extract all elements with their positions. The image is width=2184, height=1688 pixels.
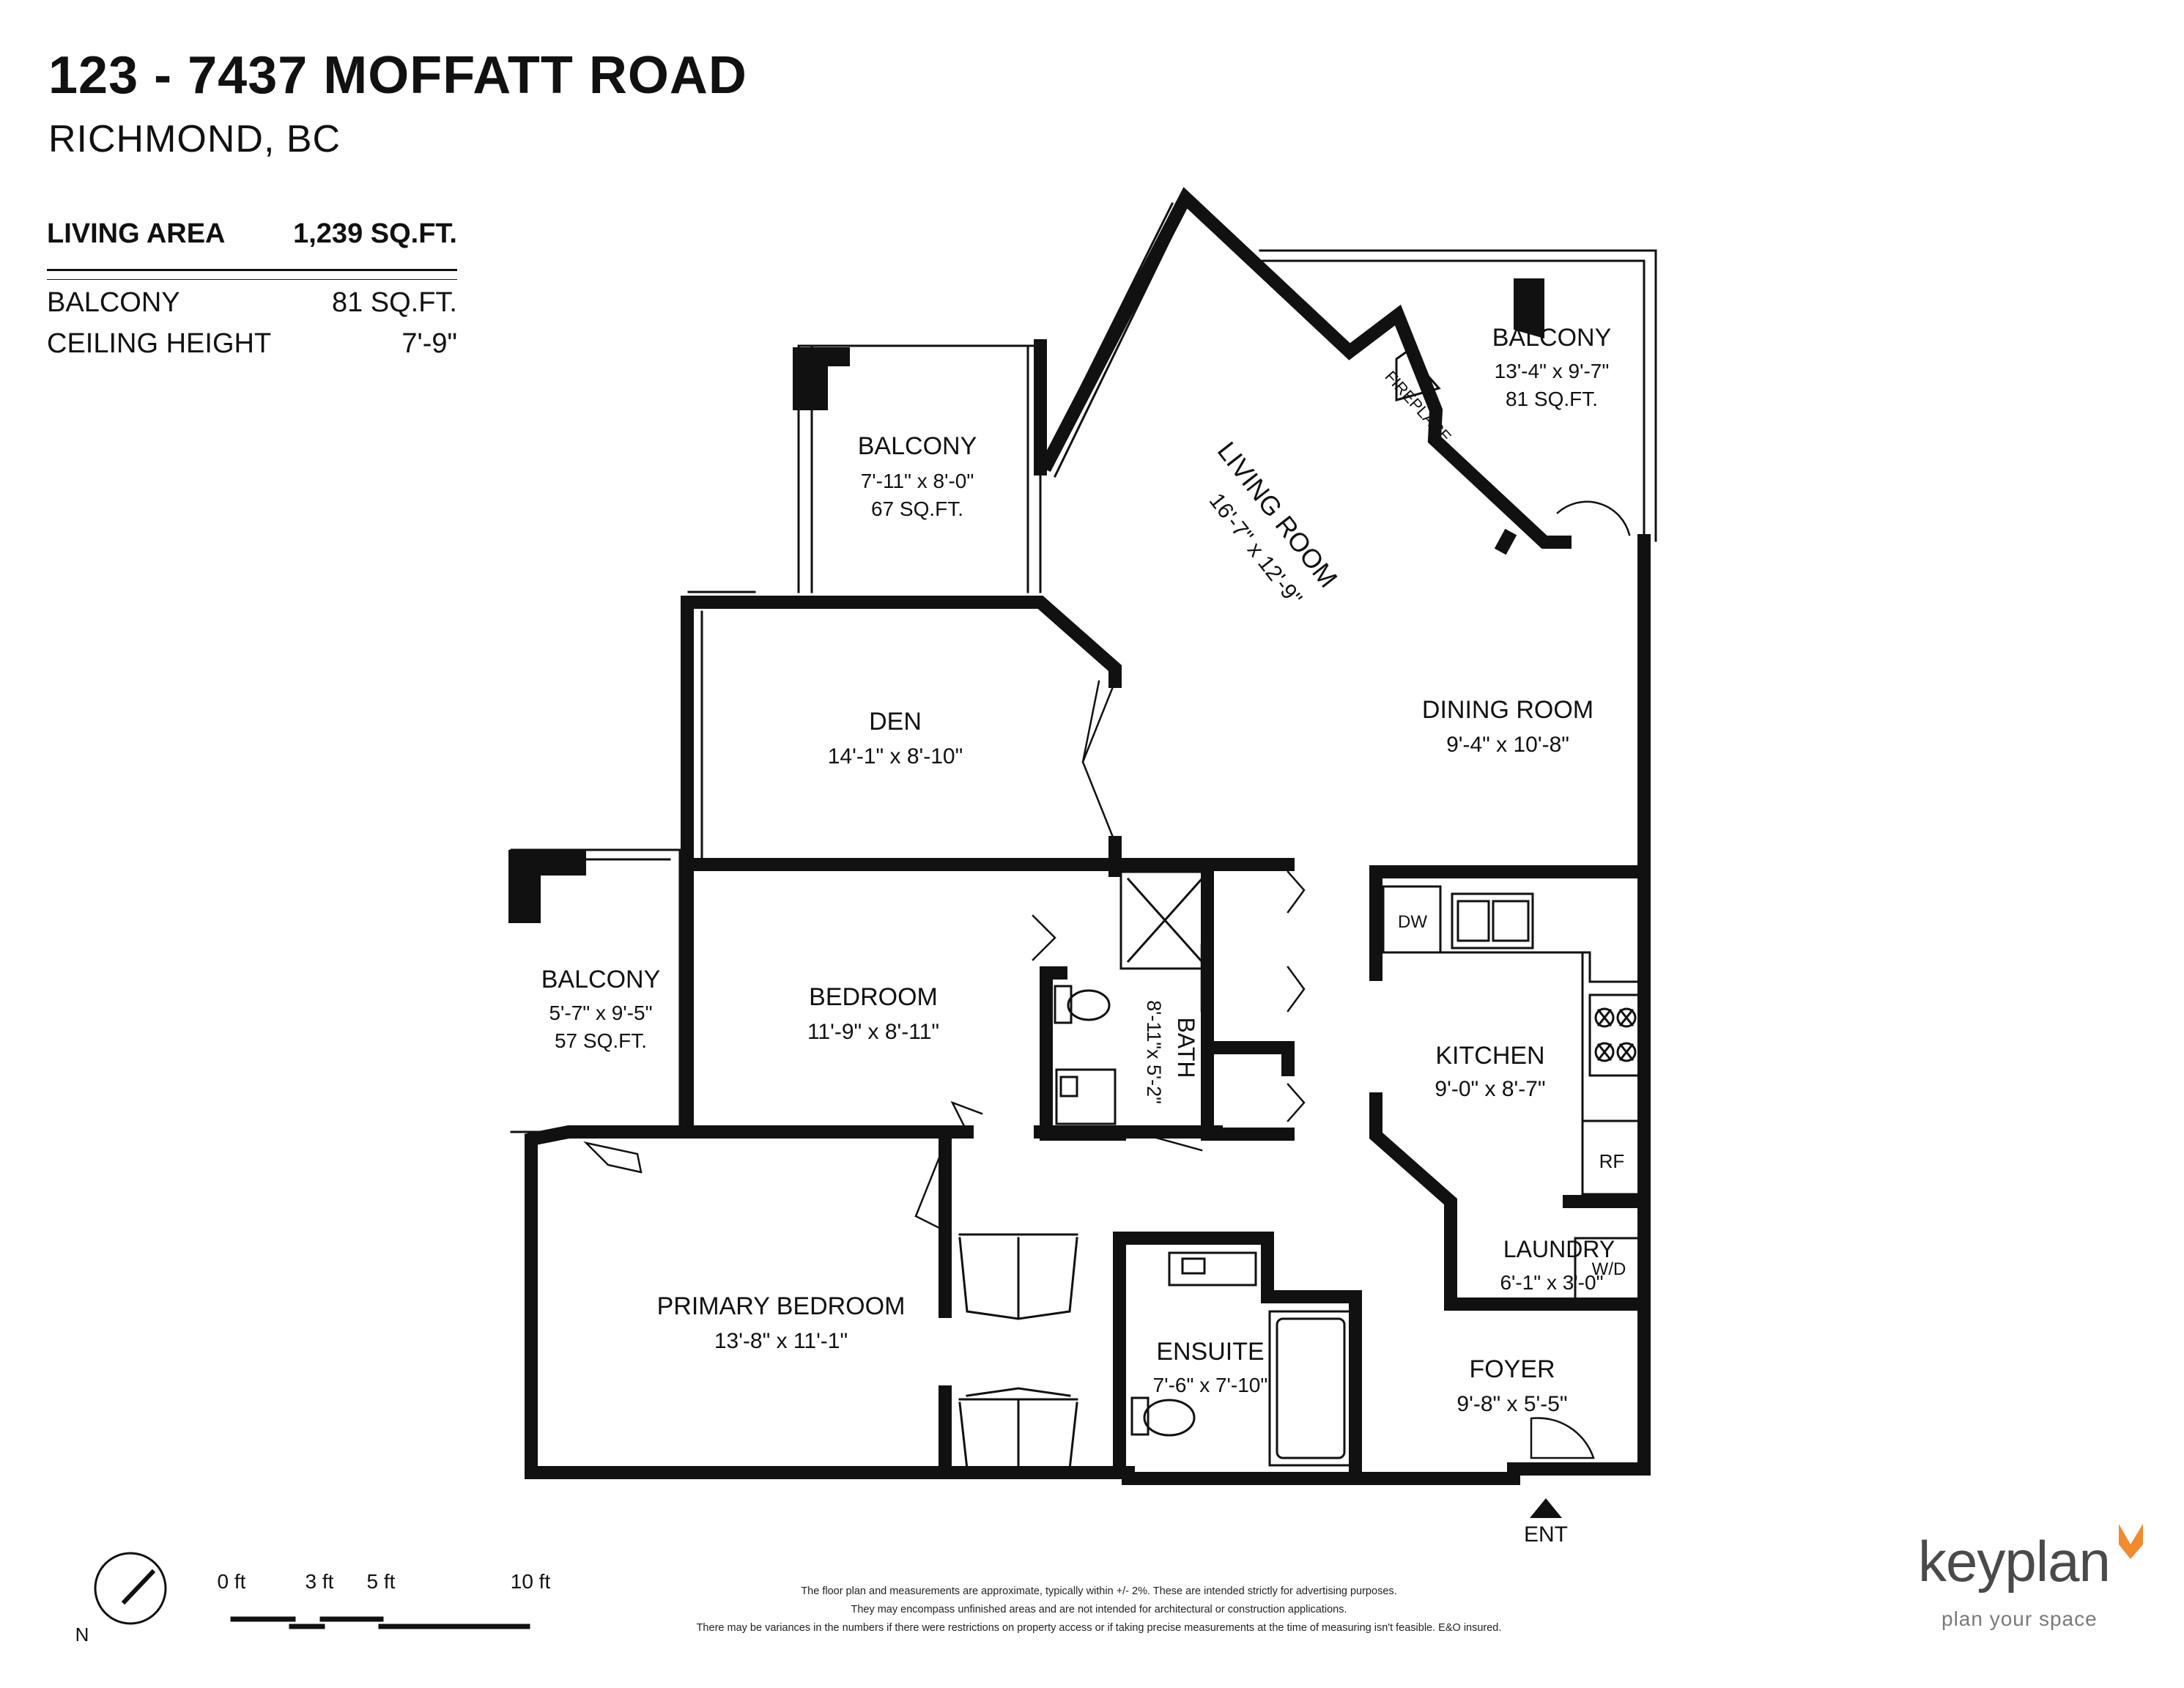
scale-tick-3: 3 ft (306, 1570, 334, 1593)
laundry-dims: 6'-1" x 3'-0" (1500, 1271, 1603, 1294)
bath-dims: 8'-11"x 5'-2" (1143, 1000, 1165, 1104)
balcony-top-dims: 7'-11" x 8'-0" (861, 470, 974, 492)
disclaimer-line-3: There may be variances in the numbers if… (696, 1622, 1502, 1634)
balcony-area-value: 81 SQ.FT. (331, 287, 457, 318)
balcony-area-row: BALCONY 81 SQ.FT. (47, 287, 457, 319)
balcony-left-area: 57 SQ.FT. (555, 1029, 647, 1052)
bedroom-name: BEDROOM (809, 983, 938, 1011)
walls (525, 596, 1651, 1479)
balcony-right-area: 81 SQ.FT. (1506, 388, 1598, 410)
scale-bar (230, 1616, 530, 1629)
ensuite-name: ENSUITE (1156, 1338, 1264, 1366)
dining-room-name: DINING ROOM (1422, 696, 1593, 724)
page-subtitle: RICHMOND, BC (48, 118, 341, 160)
disclaimer-line-2: They may encompass unfinished areas and … (851, 1604, 1347, 1615)
entry-arrow-icon (1530, 1498, 1562, 1518)
fridge-label: RF (1599, 1150, 1625, 1172)
bath-name: BATH (1173, 1018, 1199, 1078)
foyer-name: FOYER (1469, 1355, 1555, 1383)
kitchen-name: KITCHEN (1435, 1042, 1544, 1070)
balcony-top-name: BALCONY (858, 432, 977, 460)
dining-room-dims: 9'-4" x 10'-8" (1446, 733, 1569, 757)
living-area-value: 1,239 SQ.FT. (293, 218, 457, 249)
washer-dryer-label: W/D (1592, 1259, 1626, 1279)
disclaimer-line-1: The floor plan and measurements are appr… (801, 1585, 1397, 1597)
entry-label: ENT (1524, 1522, 1568, 1547)
balcony-right-dims: 13'-4" x 9'-7" (1495, 360, 1610, 382)
fox-logo-icon (2119, 1524, 2143, 1559)
balcony-top-area: 67 SQ.FT. (871, 497, 963, 520)
ceiling-height-value: 7'-9" (401, 328, 457, 359)
scale-tick-10: 10 ft (511, 1570, 551, 1593)
primary-bedroom-name: PRIMARY BEDROOM (657, 1292, 906, 1320)
bedroom-dims: 11'-9" x 8'-11" (807, 1020, 939, 1044)
north-label: N (75, 1624, 89, 1646)
doors (583, 500, 1631, 1459)
living-area-label: LIVING AREA (47, 218, 226, 249)
balcony-left-dims: 5'-7" x 9'-5" (549, 1002, 652, 1024)
den-dims: 14'-1" x 8'-10" (828, 744, 963, 769)
foyer-dims: 9'-8" x 5'-5" (1456, 1392, 1567, 1416)
balcony-left-name: BALCONY (541, 966, 661, 993)
scale-tick-0: 0 ft (218, 1570, 246, 1593)
area-divider-thin (47, 279, 457, 280)
primary-bedroom-dims: 13'-8" x 11'-1" (714, 1329, 848, 1353)
north-needle (121, 1569, 156, 1605)
ensuite-dims: 7'-6" x 7'-10" (1153, 1374, 1268, 1396)
laundry-name: LAUNDRY (1503, 1236, 1615, 1262)
kitchen-dims: 9'-0" x 8'-7" (1435, 1077, 1545, 1101)
area-divider (47, 269, 457, 271)
scale-tick-5: 5 ft (367, 1570, 396, 1593)
page-title: 123 - 7437 MOFFATT ROAD (48, 46, 747, 105)
living-area-row: LIVING AREA 1,239 SQ.FT. (47, 218, 457, 250)
balcony-area-label: BALCONY (47, 287, 180, 318)
corner-blocks (508, 278, 1544, 923)
ceiling-height-label: CEILING HEIGHT (47, 328, 272, 359)
dishwasher-label: DW (1398, 912, 1427, 932)
ceiling-height-row: CEILING HEIGHT 7'-9" (47, 328, 457, 360)
brand-logo: keyplan (1918, 1529, 2111, 1593)
north-compass (94, 1552, 167, 1625)
den-name: DEN (869, 708, 922, 736)
fixtures (958, 349, 1643, 1470)
balcony-right-name: BALCONY (1492, 324, 1612, 352)
brand-tagline: plan your space (1941, 1607, 2098, 1630)
